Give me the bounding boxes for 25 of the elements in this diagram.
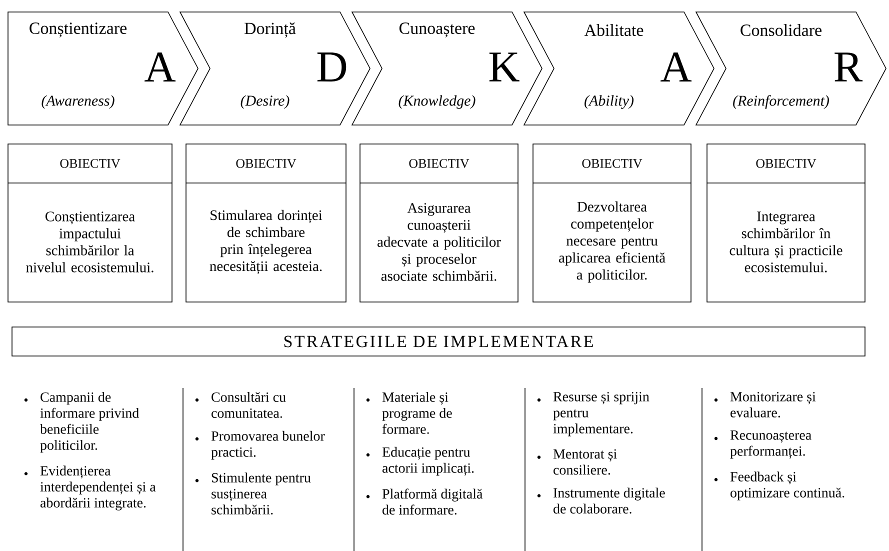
bullet-item: Resurse și sprijin pentru implementare. [553,392,650,436]
bullet-item: Campanii de informare privind beneficiile politicilor. [40,392,139,453]
stage-banner: Dorință D (Desire) [179,12,370,126]
bullet-item: Feedback și optimizare continuă. [730,472,844,500]
objective-box: OBIECTIV Conștientizarea impactului schimbărilor la nivelul ecosistemului. [8,144,172,302]
stage-banner: Consolidare R (Reinforcement) [695,12,886,126]
bullet-item: Stimulente pentru susținerea schimbării. [212,472,311,515]
bullet-item: Consultări cu comunitatea. [212,392,286,418]
bullet-item: Instrumente digitale de colaborare. [554,488,665,514]
bullet-item: Mentorat și consiliere. [553,449,617,475]
objective-box: OBIECTIV Stimularea dorinței de schimbare prin înțelegerea necesității acesteia. [186,144,346,302]
bullet-item: Educație pentru actorii implicați. [382,446,474,476]
stage-banner: Cunoaștere K (Knowledge) [351,12,542,126]
bullet-item: Materiale și programe de formare. [382,392,452,434]
bullet-item: Platformă digitală de informare. [382,488,483,515]
objective-box: OBIECTIV Asigurarea cunoașterii adecvate a politicilor și proceselor asociate schimbării. [360,144,518,302]
stage-banner: Conștientizare A (Awareness) [8,12,198,126]
objective-box: OBIECTIV Dezvoltarea competențelor necesare pentru aplicarea eficientă a politicilor. [532,144,692,302]
bullet-item: Recunoașterea performanței. [730,430,812,459]
bullet-item: Evidențierea interdependenței și a abordării integrate. [40,466,156,510]
stage-banner: Abilitate A (Ability) [523,12,714,126]
bullet-item: Monitorizare și evaluare. [730,392,816,418]
bullet-item: Promovarea bunelor practici. [211,430,325,460]
objective-box: OBIECTIV Integrarea schimbărilor în cultura și practicile ecosistemului. [706,144,866,302]
heading-banner: STRATEGIILE DE IMPLEMENTARE [12,326,866,356]
